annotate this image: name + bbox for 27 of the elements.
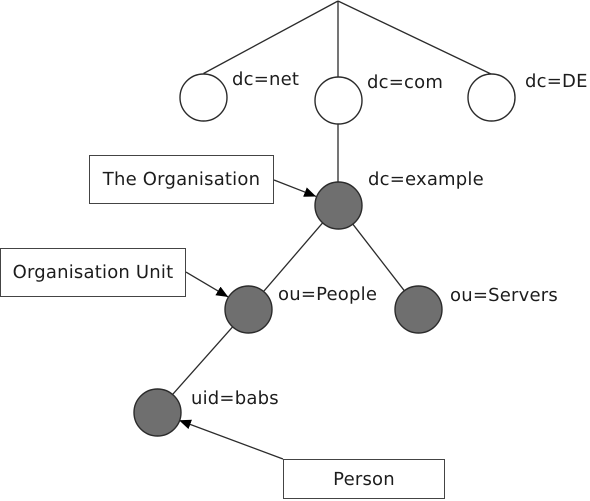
connector-line [203,0,338,74]
connector-line [337,124,339,182]
node-label: ou=Servers [450,284,558,306]
node-label: dc=com [367,72,444,92]
arrow [274,179,316,198]
arrow [186,271,229,298]
node-label: ou=People [278,284,378,304]
connector-line [352,223,405,291]
node-label: dc=example [368,168,484,190]
callout-box: Person [283,459,445,499]
connector-line [172,326,234,395]
callout-box: The Organisation [89,155,274,204]
tree-node-circle [466,73,516,122]
tree-node-circle [132,388,182,436]
connector-line [337,1,339,77]
arrow [178,420,284,460]
connector-line [263,222,324,292]
callout-box: Organisation Unit [0,248,186,297]
node-label: uid=babs [191,388,279,408]
tree-node-circle [314,180,362,230]
tree-node-circle [179,72,228,122]
connector-line [338,0,492,75]
tree-node-circle [394,284,443,334]
node-label: dc=DE [525,70,588,92]
tree-node-circle [314,76,362,125]
node-label: dc=net [232,68,300,90]
tree-node-circle [224,284,273,334]
